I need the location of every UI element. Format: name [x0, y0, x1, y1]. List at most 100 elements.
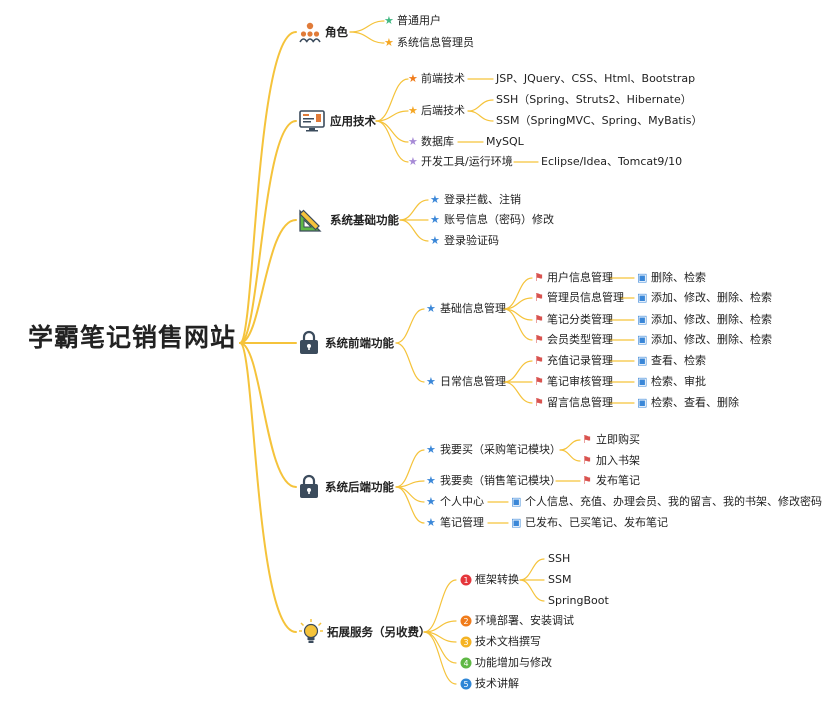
ext-item: 环境部署、安装调试	[475, 614, 574, 627]
role-item: 普通用户	[397, 14, 441, 27]
star-icon: ★	[408, 72, 418, 85]
backfn-center-label: 个人中心	[440, 495, 484, 508]
star-icon: ★	[430, 213, 440, 226]
frontfn-row-label: 用户信息管理	[547, 271, 613, 284]
backfn-buy-item: 加入书架	[596, 454, 640, 467]
flag-icon: ⚑	[582, 454, 592, 467]
backfn-buy-item: 立即购买	[596, 433, 640, 446]
base-item: 账号信息（密码）修改	[444, 213, 554, 226]
flag-icon: ⚑	[534, 333, 544, 346]
ext-frame-item: SSM	[548, 573, 572, 586]
branch-base-label: 系统基础功能	[330, 213, 399, 227]
backfn-buy-label: 我要买（采购笔记模块）	[440, 443, 561, 456]
frontfn-basic-label: 基础信息管理	[440, 302, 506, 315]
flag-icon: ⚑	[534, 291, 544, 304]
person-icon: ▣	[637, 354, 648, 367]
flag-icon: ⚑	[534, 396, 544, 409]
link-root-roles	[239, 31, 297, 344]
frontfn-row-label: 管理员信息管理	[547, 291, 624, 304]
backfn-notes-label: 笔记管理	[440, 516, 484, 529]
frontfn-row-value: 添加、修改、删除、检索	[651, 313, 772, 326]
number-label: 4	[463, 659, 468, 668]
frontfn-row-label: 会员类型管理	[547, 333, 613, 346]
star-icon: ★	[430, 234, 440, 247]
number-4-icon: 4	[460, 657, 472, 669]
tech-tools-label: 开发工具/运行环境	[421, 155, 513, 168]
frontfn-row-label: 笔记分类管理	[547, 313, 613, 326]
star-icon: ★	[408, 155, 418, 168]
frontfn-row-label: 充值记录管理	[547, 354, 613, 367]
tech-backend-value: SSH（Spring、Struts2、Hibernate）	[496, 93, 692, 106]
lightbulb-icon	[299, 619, 323, 643]
frontfn-daily-label: 日常信息管理	[440, 375, 506, 388]
star-icon: ★	[426, 302, 436, 315]
ext-item: 技术文档撰写	[475, 635, 541, 648]
person-icon: ▣	[637, 375, 648, 388]
ext-item: 技术讲解	[475, 677, 519, 690]
star-icon: ★	[384, 36, 394, 49]
tech-frontend-value: JSP、JQuery、CSS、Html、Bootstrap	[496, 72, 696, 85]
star-icon: ★	[426, 495, 436, 508]
tech-database-label: 数据库	[421, 135, 454, 148]
star-icon: ★	[426, 474, 436, 487]
person-icon: ▣	[637, 333, 648, 346]
flag-icon: ⚑	[582, 474, 592, 487]
ruler-icon	[299, 209, 322, 232]
frontfn-row-value: 检索、审批	[651, 375, 706, 388]
link-root-base	[239, 219, 297, 344]
monitor-icon	[299, 110, 325, 132]
flag-icon: ⚑	[534, 313, 544, 326]
branch-frontfn-label: 系统前端功能	[325, 336, 394, 350]
ext-frame-label: 框架转换	[475, 573, 519, 586]
person-icon: ▣	[637, 396, 648, 409]
star-icon: ★	[384, 14, 394, 27]
person-icon: ▣	[511, 516, 522, 529]
star-icon: ★	[408, 104, 418, 117]
star-icon: ★	[426, 443, 436, 456]
number-3-icon: 3	[460, 636, 472, 648]
branch-tech-label: 应用技术	[330, 114, 376, 128]
star-icon: ★	[430, 193, 440, 206]
star-icon: ★	[426, 375, 436, 388]
branch-ext-label: 拓展服务（另收费）	[327, 625, 431, 639]
link-root-ext	[239, 342, 297, 633]
people-icon	[299, 22, 321, 43]
base-item: 登录验证码	[444, 234, 499, 247]
lock-icon	[300, 474, 318, 498]
role-item: 系统信息管理员	[397, 36, 474, 49]
person-icon: ▣	[637, 271, 648, 284]
flag-icon: ⚑	[534, 375, 544, 388]
frontfn-row-value: 添加、修改、删除、检索	[651, 333, 772, 346]
link-root-backfn	[239, 342, 297, 488]
tech-tools-value: Eclipse/Idea、Tomcat9/10	[541, 155, 683, 168]
number-label: 2	[463, 617, 468, 626]
base-item: 登录拦截、注销	[444, 193, 521, 206]
branch-roles-label: 角色	[325, 25, 348, 39]
backfn-center-item: 个人信息、充值、办理会员、我的留言、我的书架、修改密码	[525, 495, 822, 508]
flag-icon: ⚑	[534, 271, 544, 284]
ext-item: 功能增加与修改	[475, 656, 552, 669]
root-title: 学霸笔记销售网站	[28, 323, 237, 352]
person-icon: ▣	[511, 495, 522, 508]
person-icon: ▣	[637, 291, 648, 304]
lock-icon	[300, 330, 318, 354]
backfn-sell-label: 我要卖（销售笔记模块）	[440, 474, 561, 487]
branch-backfn-label: 系统后端功能	[325, 480, 394, 494]
tech-backend-value: SSM（SpringMVC、Spring、MyBatis）	[496, 114, 703, 127]
number-1-icon: 1	[460, 574, 472, 586]
frontfn-row-value: 添加、修改、删除、检索	[651, 291, 772, 304]
number-label: 1	[463, 576, 468, 585]
link-root-tech	[239, 120, 297, 344]
frontfn-row-label: 笔记审核管理	[547, 375, 613, 388]
ext-frame-item: SSH	[548, 552, 571, 565]
frontfn-row-label: 留言信息管理	[547, 396, 613, 409]
tech-database-value: MySQL	[486, 135, 524, 148]
flag-icon: ⚑	[534, 354, 544, 367]
ext-frame-item: SpringBoot	[548, 594, 609, 607]
tech-backend-label: 后端技术	[421, 104, 465, 117]
frontfn-row-value: 删除、检索	[651, 271, 706, 284]
frontfn-row-value: 查看、检索	[651, 354, 706, 367]
flag-icon: ⚑	[582, 433, 592, 446]
number-2-icon: 2	[460, 615, 472, 627]
